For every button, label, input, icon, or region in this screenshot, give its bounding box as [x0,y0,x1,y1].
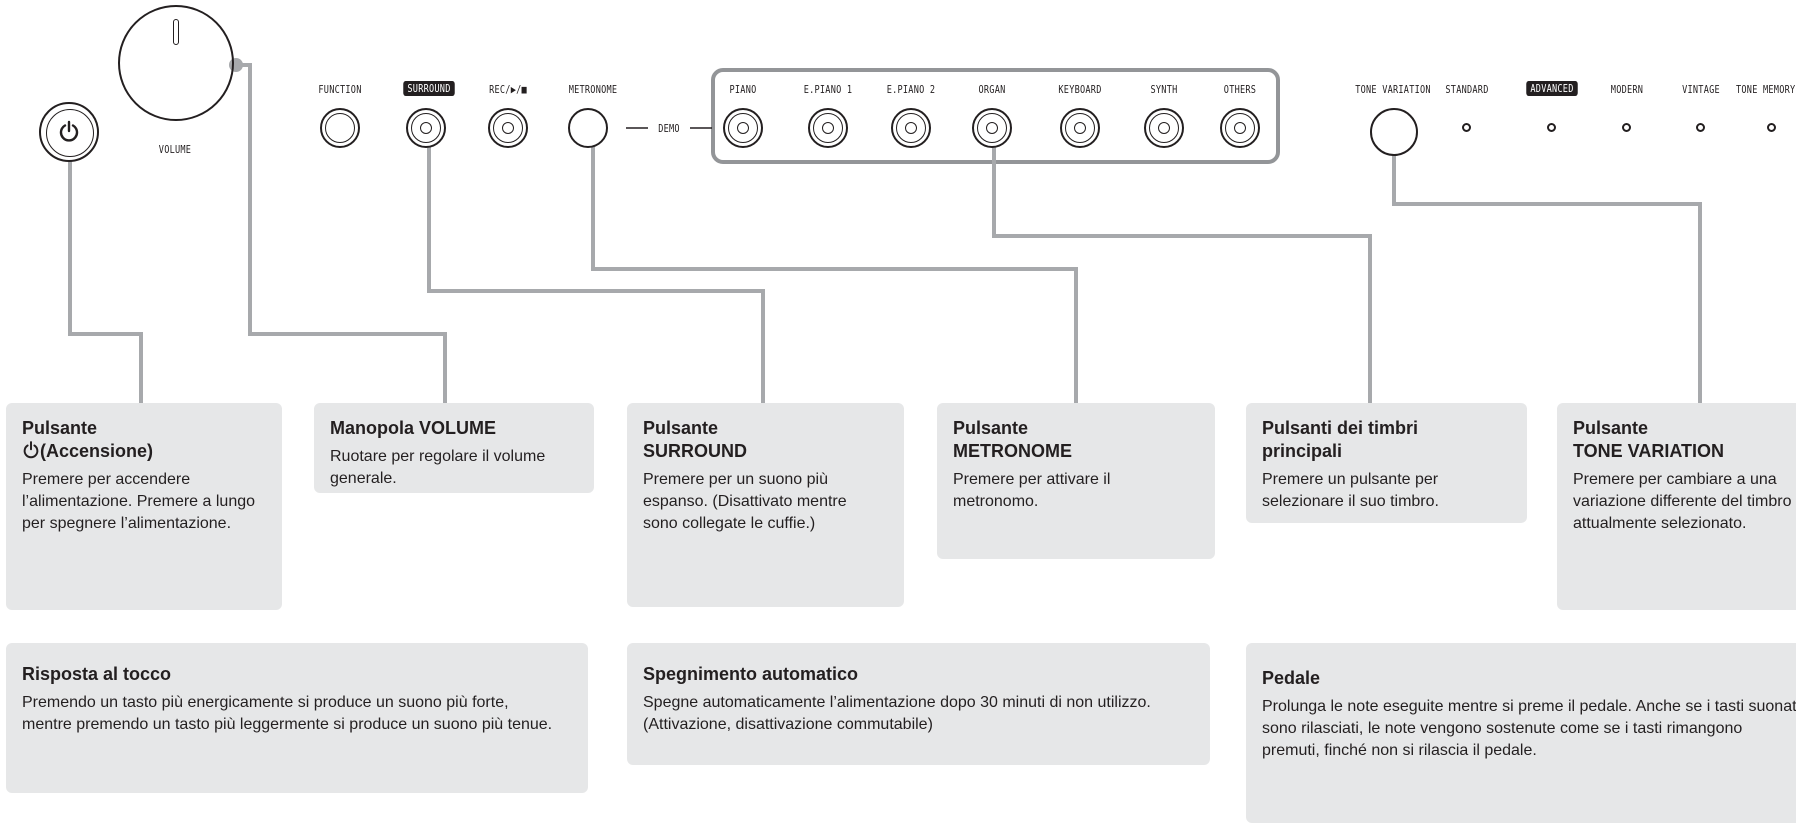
tone-label-synth: SYNTH [1150,83,1178,96]
variation-label-vintage: VINTAGE [1682,83,1720,96]
tones-leader [992,135,1372,403]
callout-tones-body: Premere un pulsante per selezionare il s… [1262,471,1439,510]
info-touch-body: Premendo un tasto più energicamente si p… [22,694,553,733]
variation-label-tone-memory: TONE MEMORY [1736,83,1796,96]
function-label: FUNCTION [318,83,362,96]
power-leader [68,130,143,403]
metronome-label: METRONOME [568,83,618,96]
tone-button-others[interactable] [1220,108,1260,148]
tone-button-piano[interactable] [723,108,763,148]
info-pedal: Pedale Prolunga le note eseguite mentre … [1246,643,1796,823]
volume-knob[interactable] [118,5,234,121]
tone-button-organ[interactable] [972,108,1012,148]
volume-label: VOLUME [158,143,192,156]
metronome-button[interactable] [568,108,608,148]
info-touch-response: Risposta al tocco Premendo un tasto più … [6,643,588,793]
callout-surround-body: Premere per un suono più espanso. (Disat… [643,471,847,532]
rec-play-stop-label: REC/▶/■ [489,83,527,96]
tone-button-synth[interactable] [1144,108,1184,148]
surround-button[interactable] [406,108,446,148]
callout-tone-variation-body: Premere per cambiare a una variazione di… [1573,471,1792,532]
tone-button-keyboard[interactable] [1060,108,1100,148]
power-icon [59,120,79,142]
variation-label-advanced: ADVANCED [1521,81,1583,96]
tone-button-epiano2[interactable] [891,108,931,148]
variation-led-standard [1462,123,1471,132]
tone-label-keyboard: KEYBOARD [1058,83,1102,96]
surround-label: SURROUND [394,81,464,96]
volume-knob-indicator [173,19,179,45]
power-button-inner [46,109,94,157]
info-auto-off-title: Spegnimento automatico [643,664,859,684]
info-auto-off-body: Spegne automaticamente l’alimentazione d… [643,694,1151,733]
callout-volume-body: Ruotare per regolare il volume generale. [330,448,546,487]
rec-play-stop-button[interactable] [488,108,528,148]
variation-led-modern [1622,123,1631,132]
surround-leader [427,130,765,403]
tone-variation-button[interactable] [1370,108,1418,156]
variation-label-standard: STANDARD [1445,83,1489,96]
tone-label-others: OTHERS [1223,83,1257,96]
info-touch-title: Risposta al tocco [22,664,172,684]
power-button[interactable] [39,102,99,162]
variation-label-modern: MODERN [1610,83,1644,96]
power-symbol-icon [23,441,39,459]
demo-label: DEMO [658,122,680,135]
variation-led-tone-memory [1767,123,1776,132]
tone-label-epiano1: E.PIANO 1 [803,83,853,96]
callout-power-body: Premere per accendere l’alimentazione. P… [22,471,256,532]
variation-led-vintage [1696,123,1705,132]
metronome-leader [591,130,1078,403]
tone-button-epiano1[interactable] [808,108,848,148]
tone-variation-leader [1392,130,1702,403]
callout-volume: Manopola VOLUME Ruotare per regolare il … [314,403,594,493]
info-auto-off: Spegnimento automatico Spegne automatica… [627,643,1210,765]
callout-power: Pulsante (Accensione) Premere per accend… [6,403,282,610]
callout-power-title: Pulsante (Accensione) [22,418,154,461]
info-pedal-title: Pedale [1262,668,1321,688]
callout-metronome-body: Premere per attivare il metronomo. [953,471,1111,510]
tone-label-organ: ORGAN [978,83,1006,96]
tone-label-epiano2: E.PIANO 2 [886,83,936,96]
variation-led-advanced [1547,123,1556,132]
callout-volume-title: Manopola VOLUME [330,418,496,438]
volume-leader [236,63,447,403]
info-pedal-body: Prolunga le note eseguite mentre si prem… [1262,698,1796,759]
function-button[interactable] [320,108,360,148]
tone-variation-label: TONE VARIATION [1355,83,1431,96]
tone-label-piano: PIANO [729,83,757,96]
